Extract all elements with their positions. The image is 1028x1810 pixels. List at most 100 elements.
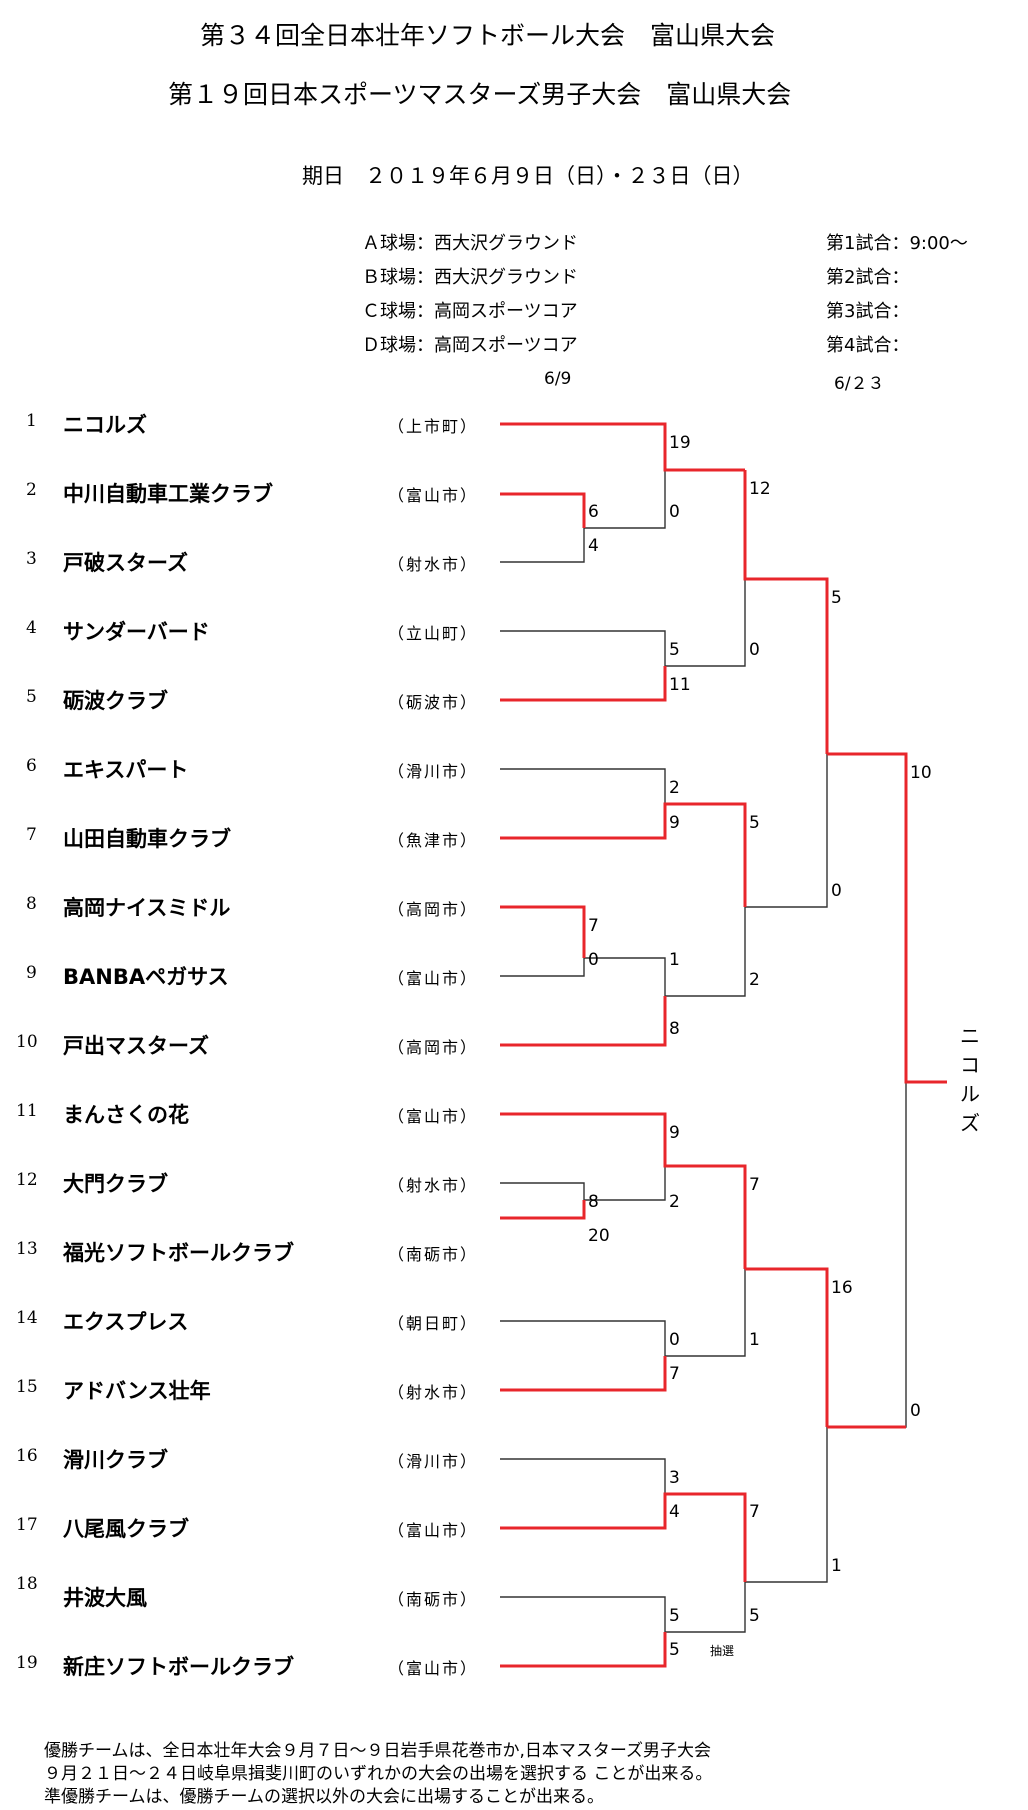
team-name: 福光ソフトボールクラブ [63, 1241, 294, 1265]
tournament-title-1: 第３４回全日本壮年ソフトボール大会 富山県大会 [200, 21, 776, 50]
team-name: 滑川クラブ [63, 1448, 168, 1472]
bracket-line [500, 1596, 666, 1632]
venue-b: Ｂ球場：西大沢グラウンド [362, 267, 578, 288]
game-1-time: 第1試合：9:00～ [826, 233, 968, 254]
team-number: 16 [16, 1446, 38, 1466]
round-date-right: 6/２３ [834, 374, 885, 394]
game-3-time: 第3試合： [826, 301, 910, 322]
team-name: 井波大風 [63, 1586, 147, 1610]
score-label: 4 [588, 536, 599, 556]
score-label: 8 [669, 1019, 680, 1039]
team-name: 大門クラブ [63, 1172, 168, 1196]
team-city: （富山市） [388, 1521, 479, 1540]
score-label: 0 [749, 640, 760, 660]
team-name: 新庄ソフトボールクラブ [63, 1655, 294, 1679]
score-label: 2 [669, 778, 680, 798]
team-name: BANBAペガサス [63, 965, 229, 989]
team-city: （富山市） [388, 1659, 479, 1678]
bracket-line [500, 1182, 585, 1218]
team-name: ニコルズ [63, 413, 147, 437]
game-4-time: 第4試合： [826, 335, 910, 356]
score-label: 0 [669, 1330, 680, 1350]
bracket-line [500, 905, 586, 958]
team-city: （魚津市） [388, 831, 479, 850]
team-number: 5 [26, 687, 37, 707]
score-label: 3 [669, 1468, 680, 1488]
team-number: 19 [16, 1653, 38, 1673]
footer-note-1: 優勝チームは、全日本壮年大会９月７日～９日岩手県花巻市か,日本マスターズ男子大会 [44, 1741, 712, 1761]
loser-lines [500, 470, 907, 1633]
bracket-line [745, 1267, 829, 1427]
team-number: 4 [26, 618, 37, 638]
bracket-line [500, 1356, 667, 1392]
team-name: 中川自動車工業クラブ [63, 482, 273, 506]
team-number: 9 [26, 963, 37, 983]
team-name: 砺波クラブ [63, 689, 168, 713]
team-name: まんさくの花 [63, 1103, 189, 1127]
team-number: 14 [16, 1308, 38, 1328]
team-number: 11 [16, 1101, 38, 1121]
tournament-title-2: 第１９回日本スポーツマスターズ男子大会 富山県大会 [168, 80, 792, 109]
team-name: サンダーバード [63, 620, 210, 644]
score-label: 5 [749, 813, 760, 833]
score-label: 20 [588, 1226, 610, 1246]
team-number: 18 [16, 1574, 38, 1594]
team-city: （立山町） [388, 624, 479, 643]
team-city: （富山市） [388, 969, 479, 988]
team-city: （朝日町） [388, 1314, 479, 1333]
bracket-line [827, 752, 947, 1084]
score-label: 9 [669, 813, 680, 833]
footer-note-2: ９月２１日～２４日岐阜県揖斐川町のいずれかの大会の出場を選択する ことが出来る。 [44, 1764, 713, 1784]
bracket-line [500, 494, 585, 563]
score-label: 8 [588, 1192, 599, 1212]
team-city: （滑川市） [388, 762, 479, 781]
team-number: 13 [16, 1239, 38, 1259]
team-city: （射水市） [388, 1176, 479, 1195]
bracket-line [665, 1269, 746, 1357]
team-city: （南砺市） [388, 1590, 479, 1609]
team-city: （射水市） [388, 1383, 479, 1402]
bracket-line [500, 802, 747, 907]
team-name: 高岡ナイスミドル [63, 896, 231, 920]
score-label: 12 [749, 479, 771, 499]
champion-name: ニコルズ [960, 1024, 980, 1135]
team-name: エクスプレス [63, 1310, 189, 1334]
score-label: 6 [588, 502, 599, 522]
team-name: 戸破スターズ [63, 551, 188, 575]
score-label: 7 [588, 916, 599, 936]
team-number: 3 [26, 549, 37, 569]
score-label: 11 [669, 675, 691, 695]
bracket-line [500, 492, 586, 528]
score-label: 19 [669, 433, 691, 453]
bracket-line [500, 1200, 586, 1220]
team-number: 15 [16, 1377, 38, 1397]
team-name: 戸出マスターズ [63, 1034, 209, 1058]
bracket-line [500, 1458, 666, 1494]
bracket-line [500, 630, 666, 666]
team-name: 八尾風クラブ [63, 1517, 189, 1541]
score-label: 1 [831, 1556, 842, 1576]
team-city: （富山市） [388, 486, 479, 505]
team-city: （高岡市） [388, 900, 479, 919]
team-city: （射水市） [388, 555, 479, 574]
score-label: 9 [669, 1123, 680, 1143]
score-label: 1 [749, 1330, 760, 1350]
score-label: 0 [831, 881, 842, 901]
bracket-line [745, 1427, 828, 1583]
score-label: 4 [669, 1502, 680, 1522]
venue-a: Ａ球場：西大沢グラウンド [362, 233, 578, 254]
bracket-line [500, 768, 666, 804]
team-number: 8 [26, 894, 37, 914]
team-city: （富山市） [388, 1107, 479, 1126]
score-label: 0 [588, 950, 599, 970]
score-label: 5 [669, 1606, 680, 1626]
bracket-line [500, 666, 667, 702]
score-label: 16 [831, 1278, 853, 1298]
team-name: アドバンス壮年 [63, 1379, 211, 1403]
game-2-time: 第2試合： [826, 267, 910, 288]
score-label: 0 [910, 1401, 921, 1421]
bracket-line [500, 1632, 667, 1668]
bracket-line [743, 470, 829, 754]
score-label: 10 [910, 763, 932, 783]
bracket-line [500, 1492, 747, 1582]
